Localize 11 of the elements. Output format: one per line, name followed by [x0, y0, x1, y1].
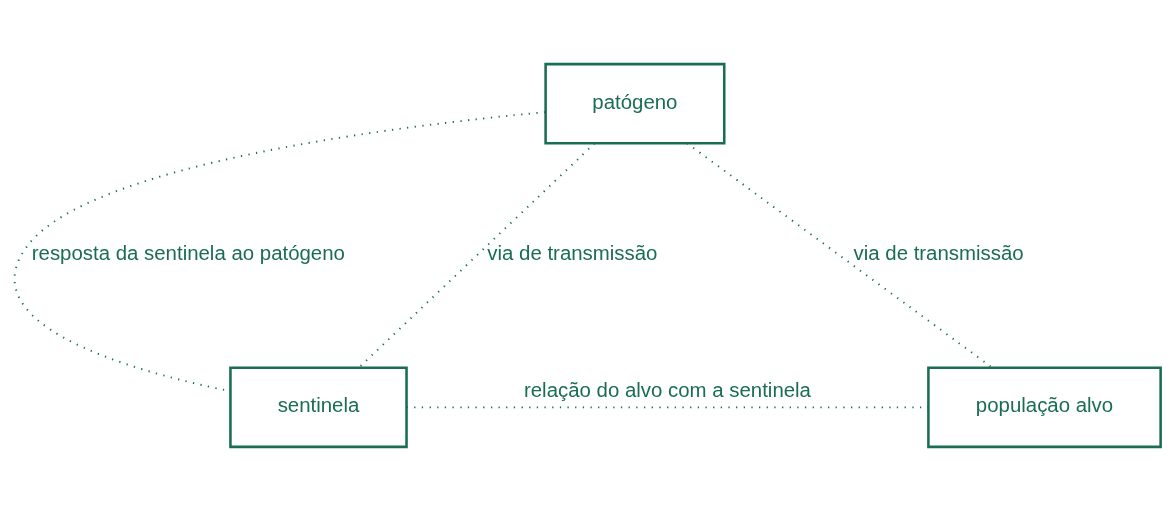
edge-label: via de transmissão: [487, 242, 658, 265]
connector: [13, 111, 547, 393]
node-box: população alvo: [927, 366, 1162, 449]
connector: [686, 142, 994, 369]
node-box: sentinela: [229, 366, 408, 449]
edge-label: via de transmissão: [853, 242, 1024, 265]
connector: [405, 406, 930, 409]
edge-label: resposta da sentinela ao patógeno: [31, 242, 345, 265]
connector: [358, 142, 596, 369]
edge-label: relação do alvo com a sentinela: [523, 378, 811, 401]
node-box: patógeno: [544, 62, 726, 145]
